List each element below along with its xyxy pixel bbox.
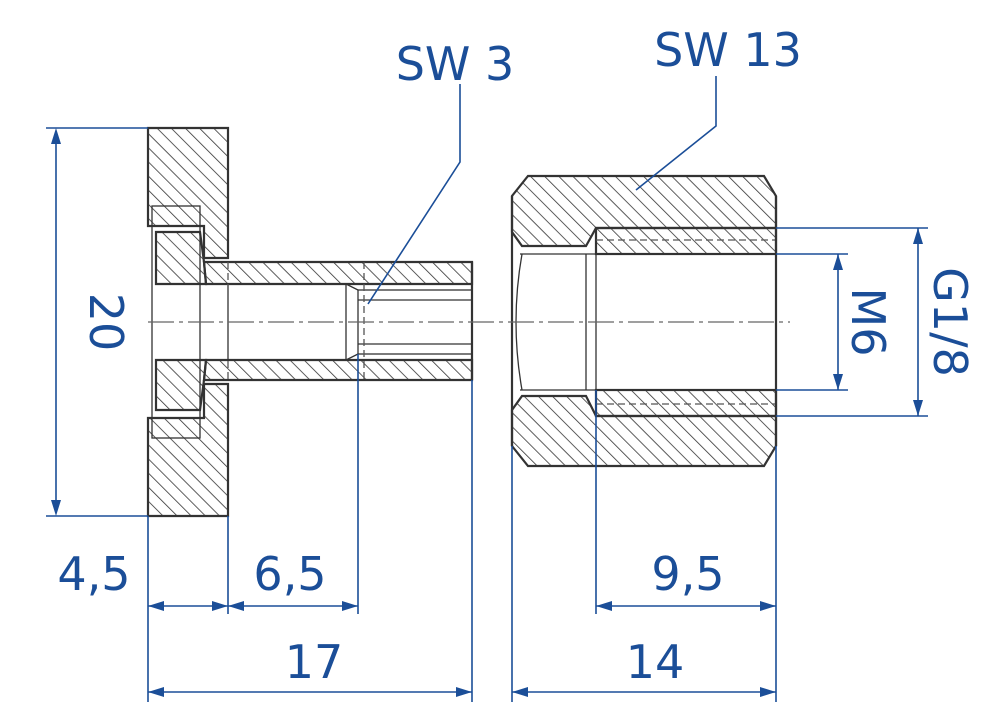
dim-14: 14	[626, 635, 685, 689]
dim-g18: G1/8	[923, 267, 977, 377]
label-sw13: SW 13	[654, 23, 802, 77]
dim-4-5: 4,5	[57, 547, 130, 601]
dimension-lines	[46, 76, 928, 702]
dim-m6: M6	[841, 288, 895, 357]
dim-20: 20	[79, 293, 133, 352]
hex-nut-part	[510, 174, 778, 468]
label-sw3: SW 3	[396, 37, 515, 91]
dim-17: 17	[285, 635, 344, 689]
dim-6-5: 6,5	[253, 547, 326, 601]
flanged-screw-part	[146, 126, 474, 518]
dim-9-5: 9,5	[651, 547, 724, 601]
